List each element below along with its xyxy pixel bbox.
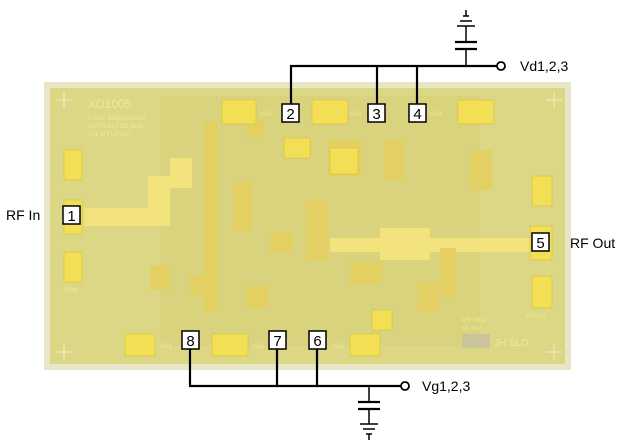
pin-8-label: 8	[186, 333, 194, 350]
ground-symbol-bottom	[360, 423, 378, 440]
gate-bias-network	[188, 344, 410, 440]
chip-label-vg2: VG2	[252, 344, 265, 350]
pin-3: 3	[367, 103, 386, 123]
pin-7-label: 7	[273, 333, 281, 350]
vg-label: Vg1,2,3	[422, 378, 470, 394]
pin-5: 5	[531, 232, 550, 252]
pin-1: 1	[62, 205, 81, 225]
vd-terminal	[496, 61, 506, 71]
chip-corner-line1: DN 1000	[462, 318, 486, 324]
chip-label-vd2: VD2	[350, 112, 362, 118]
chip-text-line3: <21 W FLIP24>	[88, 132, 131, 138]
chip-label-vg1: VG1	[160, 344, 173, 350]
chip-barcode	[462, 334, 490, 348]
chip-part-number: XD1005	[88, 97, 132, 111]
pin-3-label: 3	[372, 106, 380, 123]
chip-label-rfin: RFIN	[64, 288, 78, 294]
chip-label-vd1: VD1	[260, 112, 272, 118]
pin-2: 2	[281, 103, 300, 123]
pin-6: 6	[308, 330, 327, 350]
rf-out-label: RF Out	[570, 235, 615, 251]
rf-in-label: RF In	[6, 207, 40, 223]
drain-bias-network	[289, 10, 506, 104]
ground-symbol-top	[457, 10, 475, 27]
pin-6-label: 6	[313, 333, 321, 350]
chip-label-rfout: RFOUT	[526, 314, 547, 320]
chip-corner-line2: MI 30.0	[462, 326, 483, 332]
pin-8: 8	[181, 330, 200, 350]
vd-label: Vd1,2,3	[520, 58, 568, 74]
chip-label-vg3: VG3	[332, 344, 345, 350]
chip-text-line1: 5 GHZ BROADBAND	[88, 116, 146, 122]
pin-4: 4	[408, 103, 427, 123]
vg-terminal	[400, 381, 410, 391]
chip-photo: XD1005 5 GHZ BROADBAND DISTRIBUTED 3013 …	[44, 82, 571, 370]
pin-5-label: 5	[536, 235, 544, 252]
pin-1-label: 1	[67, 208, 75, 225]
corner-marks	[56, 92, 562, 360]
pin-2-label: 2	[286, 106, 294, 123]
chip-label-vd3: VD3	[430, 112, 442, 118]
chip-corner-mark: JH SLD	[494, 338, 528, 349]
pin-7: 7	[268, 330, 287, 350]
pin-4-label: 4	[413, 106, 421, 123]
chip-text-line2: DISTRIBUTED 3013	[88, 124, 144, 130]
